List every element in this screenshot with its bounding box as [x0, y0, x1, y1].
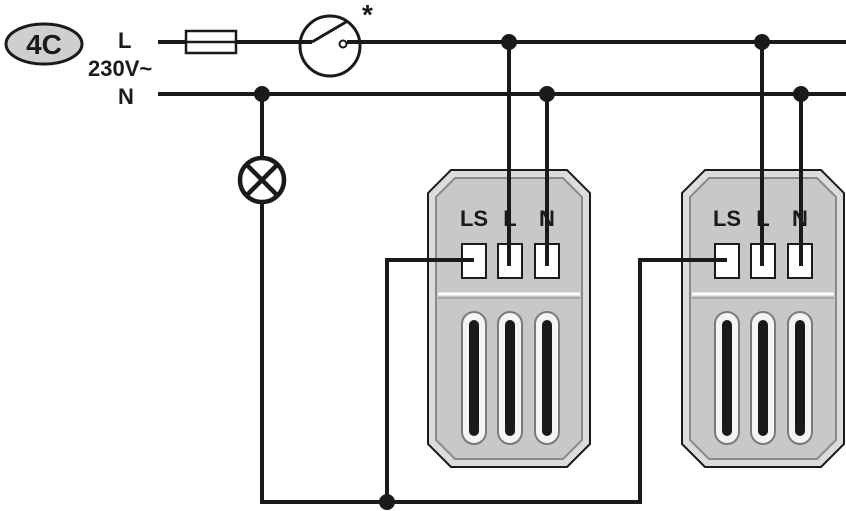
junction-return [379, 494, 395, 510]
voltage-label: 230V~ [88, 56, 152, 81]
device-1-label-ls: LS [460, 206, 488, 231]
device-2-slot-2-bar [758, 320, 768, 436]
device-1-slot-1-bar [469, 320, 479, 436]
lamp-icon [240, 158, 284, 202]
junction-neutral-device-1 [539, 86, 555, 102]
badge-text: 4C [26, 29, 62, 60]
switch-icon [300, 16, 360, 76]
switch-circle [300, 16, 360, 76]
junction-line-device-1 [501, 34, 517, 50]
junction-neutral-device-2 [793, 86, 809, 102]
junction-line-device-2 [754, 34, 770, 50]
diagram-badge: 4C [6, 24, 82, 64]
switch-contact [340, 41, 347, 48]
neutral-label: N [118, 84, 134, 109]
line-label: L [118, 28, 131, 53]
switch-asterisk: * [362, 0, 373, 30]
device-2-slot-3-bar [795, 320, 805, 436]
device-1-slot-2-bar [505, 320, 515, 436]
device-1-slot-3-bar [542, 320, 552, 436]
device-2-slot-1-bar [722, 320, 732, 436]
junction-neutral-lamp [254, 86, 270, 102]
device-2-label-ls: LS [713, 206, 741, 231]
